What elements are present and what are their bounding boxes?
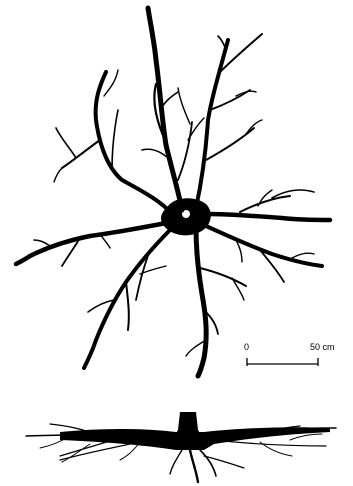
scale-bar: 0 50 cm <box>244 342 335 366</box>
root-west <box>16 222 172 264</box>
plan-view-root-system <box>16 8 330 376</box>
root-south-east <box>206 226 322 266</box>
root-south <box>196 228 206 376</box>
root-north-east <box>196 40 228 208</box>
scale-bar-end-label: 50 cm <box>310 342 335 352</box>
root-north <box>148 8 182 210</box>
scale-bar-start-label: 0 <box>244 342 249 352</box>
sinker-root <box>190 450 198 482</box>
side-view-root-system <box>26 412 336 482</box>
root-east <box>206 214 330 220</box>
